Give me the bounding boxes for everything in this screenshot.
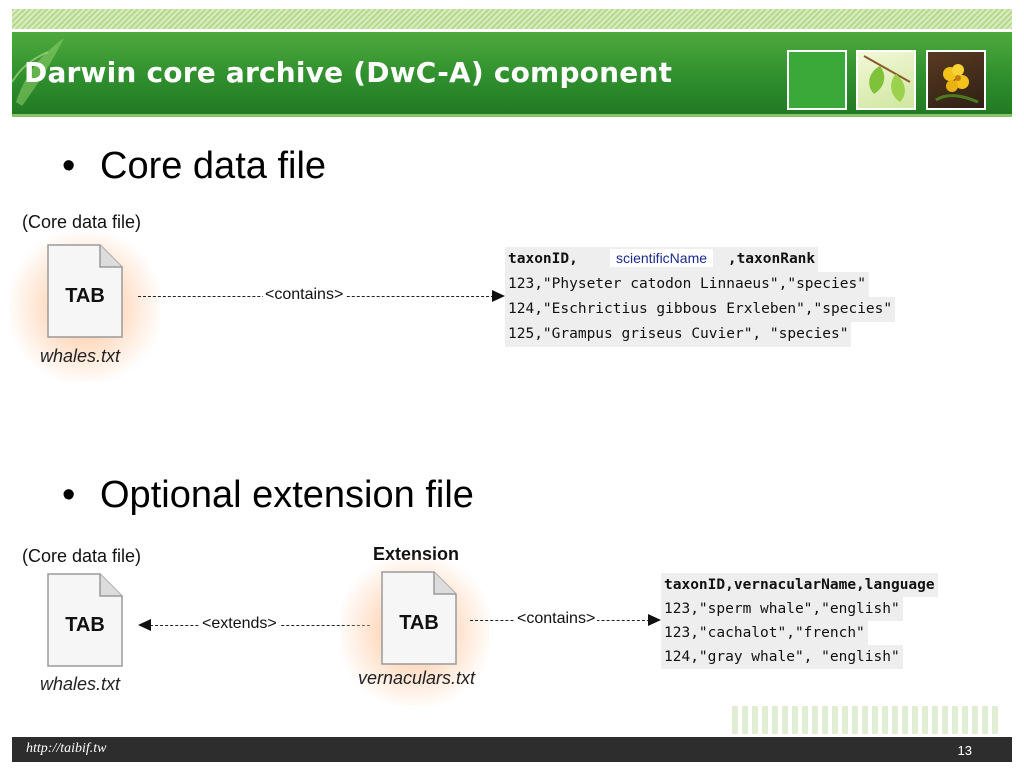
extension-file-name-caption: vernaculars.txt [358,668,476,688]
arrow-head-icon [492,290,505,302]
page-number: 13 [957,743,972,758]
header-stripe [12,9,1012,29]
code-header-row: taxonID,vernacularName,language [661,573,938,597]
bullet-text: Core data file [100,145,327,187]
code-header-text: taxonID,vernacularName,language [661,573,938,597]
bullet-optional-extension-file: • Optional extension file [62,474,474,517]
bullet-dot: • [62,474,76,516]
flower-thumbnail [926,50,986,110]
footer-bar [12,737,1012,762]
tab-file-icon: TAB [46,243,124,339]
code-row: 123,"sperm whale","english" [661,597,938,621]
code-row: 125,"Grampus griseus Cuvier", "species" [505,322,895,347]
green-thumbnail [787,50,847,110]
core-data-file-label: (Core data file) [22,212,142,232]
tab-file-icon-core: TAB [46,572,124,668]
tab-file-icon-extension: TAB [380,570,458,666]
code-row-text: 123,"cachalot","french" [661,621,868,645]
code-row: 124,"Eschrictius gibbous Erxleben","spec… [505,297,896,322]
code-row: 123,"Physeter catodon Linnaeus","species… [505,272,895,297]
slide-title: Darwin core archive (DwC-A) component [24,56,673,89]
code-row-text: 123,"Physeter catodon Linnaeus","species… [505,272,869,297]
core-file-name-caption: whales.txt [40,674,121,694]
file-type-label: TAB [65,285,105,307]
file-type-label: TAB [65,614,105,636]
scientific-name-overlay: scientificName [610,249,714,267]
code-row-text: 124,"Eschrictius gibbous Erxleben","spec… [505,297,896,322]
bullet-dot: • [62,145,76,187]
contains-label-2: <contains> [515,610,598,628]
leaf-decoration [12,32,72,114]
code-row-text: 124,"gray whale", "english" [661,645,903,669]
arrow-head-left-icon [138,619,151,631]
bullet-core-data-file: • Core data file [62,145,326,188]
file-type-label: TAB [399,612,439,634]
extension-code-block: taxonID,vernacularName,language 123,"spe… [661,573,938,669]
core-data-file-label-2: (Core data file) [22,546,142,566]
code-row-text: 123,"sperm whale","english" [661,597,903,621]
header-part-left: taxonID, [508,251,578,267]
code-row: 123,"cachalot","french" [661,621,938,645]
bullet-text: Optional extension file [100,474,474,516]
header-part-right: ,taxonRank [727,251,816,267]
extends-label: <extends> [200,615,279,633]
arrow-head-icon-2 [648,614,661,626]
plant-footer-decoration [732,706,1002,734]
leaf-thumbnail [856,50,916,110]
file-name-caption: whales.txt [40,346,121,366]
contains-label: <contains> [263,286,346,304]
code-row-text: 125,"Grampus griseus Cuvier", "species" [505,322,852,347]
code-row: 124,"gray whale", "english" [661,645,938,669]
footer-url: http://taibif.tw [26,741,107,756]
core-code-block: taxonID, ,taxonRank 123,"Physeter catodon… [505,247,896,347]
